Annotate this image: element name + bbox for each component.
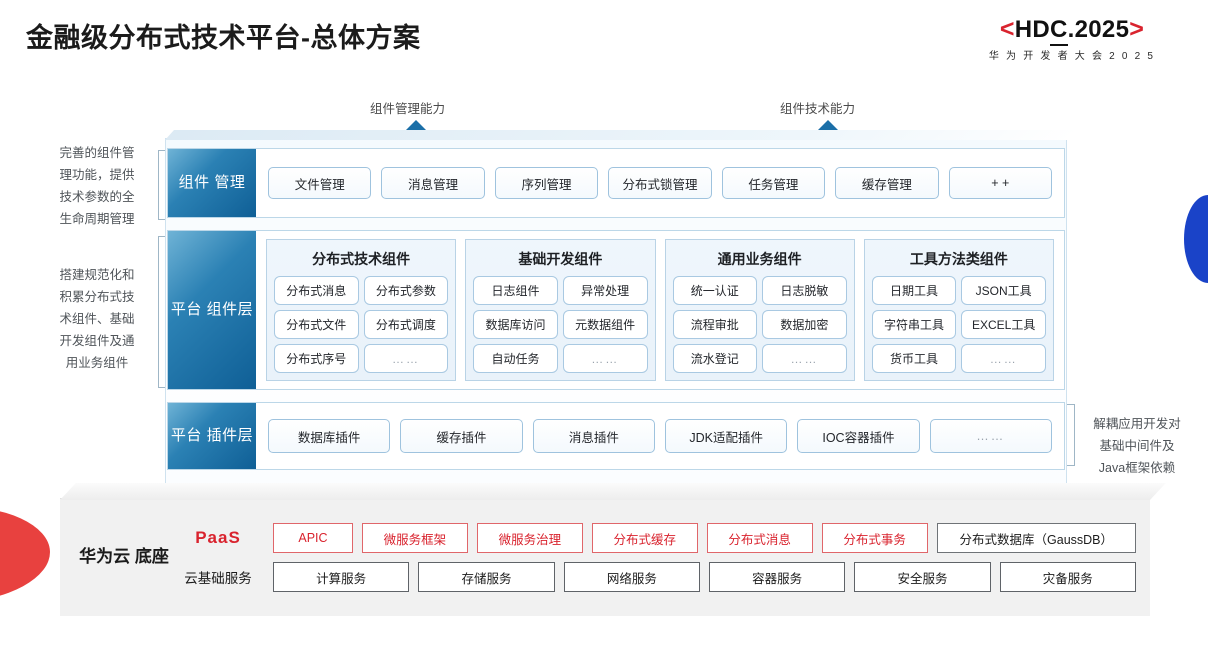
paas-item-1[interactable]: 微服务框架: [361, 523, 468, 553]
component-group-1-item-2[interactable]: 数据库访问: [473, 310, 558, 339]
hdc-logo-year: .2025: [1067, 16, 1130, 43]
component-group-2-item-4[interactable]: 流水登记: [672, 344, 758, 373]
capability-label-management: 组件管理能力: [370, 102, 446, 116]
hdc-logo: <HDC.2025> 华 为 开 发 者 大 会 2 0 2 5: [952, 16, 1192, 62]
infra-row: 云基础服务 计算服务存储服务网络服务容器服务安全服务灾备服务: [172, 562, 1136, 592]
infra-item-5[interactable]: 灾备服务: [999, 562, 1136, 592]
cloud-base-slab: 华为云 底座 PaaS APIC 微服务框架微服务治理分布式缓存分布式消息分布式事…: [60, 498, 1150, 616]
component-group-grid-1: 日志组件异常处理数据库访问元数据组件自动任务……: [473, 276, 648, 373]
infra-cells: 计算服务存储服务网络服务容器服务安全服务灾备服务: [273, 562, 1136, 592]
hdc-logo-subtitle: 华 为 开 发 者 大 会 2 0 2 5: [988, 51, 1156, 63]
component-group-1-item-3[interactable]: 元数据组件: [562, 310, 648, 339]
component-group-2: 通用业务组件统一认证日志脱敏流程审批数据加密流水登记……: [664, 239, 855, 381]
architecture-stack: 组件 管理 文件管理消息管理序列管理分布式锁管理任务管理缓存管理 + + 平台 组…: [165, 138, 1067, 486]
plugin-layer-item-1[interactable]: 缓存插件: [400, 419, 523, 453]
infra-item-0[interactable]: 计算服务: [273, 562, 410, 592]
component-group-title-3: 工具方法类组件: [909, 251, 1008, 267]
cloud-base-title: 华为云 底座: [79, 547, 169, 567]
infra-item-2[interactable]: 网络服务: [563, 562, 700, 592]
capability-label-technology: 组件技术能力: [780, 102, 856, 116]
paas-item-3[interactable]: 分布式缓存: [591, 523, 698, 553]
paas-item-2[interactable]: 微服务治理: [476, 523, 583, 553]
component-group-3-item-0[interactable]: 日期工具: [871, 276, 957, 305]
component-management-item-3[interactable]: 分布式锁管理: [608, 167, 712, 199]
band-label-plugin-layer: 平台 插件层: [168, 403, 256, 469]
band-body-platform-component: 分布式技术组件分布式消息分布式参数分布式文件分布式调度分布式序号……基础开发组件…: [256, 231, 1064, 389]
component-management-item-2[interactable]: 序列管理: [494, 167, 599, 199]
infra-item-4[interactable]: 安全服务: [854, 562, 991, 592]
component-group-2-item-0[interactable]: 统一认证: [672, 276, 758, 305]
component-management-item-4[interactable]: 任务管理: [721, 167, 826, 199]
brace-right: [1060, 404, 1075, 466]
component-group-0-item-3[interactable]: 分布式调度: [363, 310, 449, 339]
component-group-2-item-1[interactable]: 日志脱敏: [762, 276, 847, 305]
component-group-0-item-4[interactable]: 分布式序号: [274, 344, 359, 373]
component-group-grid-2: 统一认证日志脱敏流程审批数据加密流水登记……: [672, 276, 847, 373]
component-group-1-item-5[interactable]: ……: [562, 344, 648, 373]
component-group-0-item-5[interactable]: ……: [363, 344, 449, 373]
note-plugin-layer: 解耦应用开发对 基础中间件及 Java框架依赖: [1093, 417, 1181, 475]
component-group-2-item-2[interactable]: 流程审批: [672, 310, 758, 339]
component-group-3-item-4[interactable]: 货币工具: [871, 344, 957, 373]
band-plugin-layer: 平台 插件层 数据库插件缓存插件消息插件 JDK适配插件 IOC容器插件 ……: [167, 402, 1065, 470]
component-group-1-item-1[interactable]: 异常处理: [562, 276, 648, 305]
component-group-3-item-3[interactable]: EXCEL工具: [961, 310, 1046, 339]
band-body-component-management: 文件管理消息管理序列管理分布式锁管理任务管理缓存管理 + +: [256, 149, 1064, 217]
angle-right-icon: >: [1129, 15, 1145, 43]
component-group-title-0: 分布式技术组件: [312, 251, 411, 267]
plugin-layer-item-2[interactable]: 消息插件: [532, 419, 655, 453]
hdc-logo-main: <HDC.2025>: [952, 15, 1192, 46]
component-group-grid-0: 分布式消息分布式参数分布式文件分布式调度分布式序号……: [274, 276, 449, 373]
component-management-item-5[interactable]: 缓存管理: [835, 167, 939, 199]
band-component-management: 组件 管理 文件管理消息管理序列管理分布式锁管理任务管理缓存管理 + +: [167, 148, 1065, 218]
component-group-2-item-5[interactable]: ……: [762, 344, 847, 373]
component-management-item-0[interactable]: 文件管理: [268, 167, 372, 199]
component-management-item-1[interactable]: 消息管理: [381, 167, 485, 199]
band-label-platform-component: 平台 组件层: [168, 231, 256, 389]
band-body-plugin-layer: 数据库插件缓存插件消息插件 JDK适配插件 IOC容器插件 ……: [256, 403, 1064, 469]
note-component-management: 完善的组件管 理功能，提供 技术参数的全 生命周期管理: [59, 146, 135, 226]
component-group-1-item-4[interactable]: 自动任务: [473, 344, 558, 373]
paas-row: PaaS APIC 微服务框架微服务治理分布式缓存分布式消息分布式事务分布式数据库…: [172, 523, 1136, 553]
plugin-layer-item-3[interactable]: JDK适配插件: [664, 419, 788, 453]
component-group-3-item-2[interactable]: 字符串工具: [871, 310, 957, 339]
paas-item-4[interactable]: 分布式消息: [706, 523, 813, 553]
infra-item-3[interactable]: 容器服务: [708, 562, 846, 592]
plugin-layer-item-4[interactable]: IOC容器插件: [797, 419, 920, 453]
angle-left-icon: <: [999, 15, 1015, 43]
infra-tag: 云基础服务: [184, 571, 252, 586]
component-group-3-item-1[interactable]: JSON工具: [961, 276, 1046, 305]
paas-cells: APIC 微服务框架微服务治理分布式缓存分布式消息分布式事务分布式数据库（Gaus…: [273, 523, 1136, 553]
component-group-0-item-0[interactable]: 分布式消息: [274, 276, 359, 305]
component-group-2-item-3[interactable]: 数据加密: [762, 310, 847, 339]
paas-item-0[interactable]: APIC: [273, 523, 353, 553]
component-group-3-item-5[interactable]: ……: [961, 344, 1046, 373]
component-group-0: 分布式技术组件分布式消息分布式参数分布式文件分布式调度分布式序号……: [266, 239, 457, 381]
component-group-0-item-1[interactable]: 分布式参数: [363, 276, 449, 305]
band-platform-component: 平台 组件层 分布式技术组件分布式消息分布式参数分布式文件分布式调度分布式序号……: [167, 230, 1065, 390]
hdc-logo-text: HDC: [1015, 16, 1068, 46]
paas-item-5[interactable]: 分布式事务: [821, 523, 928, 553]
component-group-1-item-0[interactable]: 日志组件: [473, 276, 558, 305]
blue-lens-decoration: [1184, 195, 1208, 283]
infra-item-1[interactable]: 存储服务: [418, 562, 555, 592]
component-group-title-1: 基础开发组件: [518, 251, 603, 267]
plugin-layer-item-0[interactable]: 数据库插件: [268, 419, 391, 453]
plugin-layer-item-5[interactable]: ……: [929, 419, 1052, 453]
component-group-title-2: 通用业务组件: [717, 251, 802, 267]
note-platform-component: 搭建规范化和 积累分布式技 术组件、基础 开发组件及通 用业务组件: [59, 268, 135, 370]
page-title: 金融级分布式技术平台-总体方案: [26, 23, 421, 53]
component-group-1: 基础开发组件日志组件异常处理数据库访问元数据组件自动任务……: [465, 239, 656, 381]
component-management-item-6[interactable]: + +: [948, 167, 1052, 199]
paas-item-6[interactable]: 分布式数据库（GaussDB）: [936, 523, 1136, 553]
red-wedge-decoration: [0, 503, 52, 603]
component-group-0-item-2[interactable]: 分布式文件: [274, 310, 359, 339]
band-label-component-management: 组件 管理: [168, 149, 256, 217]
paas-tag: PaaS: [195, 528, 241, 547]
